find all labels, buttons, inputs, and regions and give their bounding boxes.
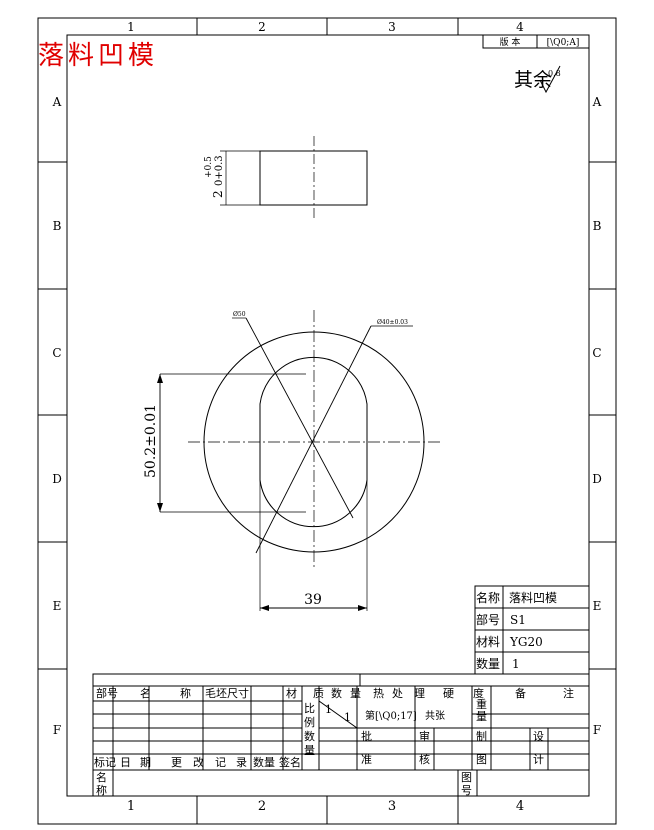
top-view bbox=[220, 136, 368, 218]
rev-change-1: 更 bbox=[171, 756, 182, 769]
row-label-a: A bbox=[52, 95, 62, 109]
material-value: YG20 bbox=[509, 635, 543, 649]
version-value: [\Q0;A] bbox=[547, 38, 580, 48]
col-label-2-bottom: 2 bbox=[258, 799, 266, 814]
design-1: 设 bbox=[533, 730, 544, 743]
title-block-headers: 部号 名 称 毛坯尺寸 材 质 数 量 热 处 理 硬 度 备 注 bbox=[96, 686, 574, 700]
dim-main-width: 39 bbox=[304, 592, 322, 608]
col-label-3-bottom: 3 bbox=[388, 799, 396, 814]
row-label-e: E bbox=[53, 599, 62, 613]
rev-date-2: 期 bbox=[140, 756, 151, 769]
zone-ticks bbox=[38, 18, 616, 824]
col-label-4: 4 bbox=[516, 20, 524, 34]
scale-denominator: 1 bbox=[344, 711, 351, 724]
col-label-2: 2 bbox=[258, 20, 266, 34]
quantity-vert-2: 量 bbox=[304, 744, 315, 757]
hdr-heat-3: 理 bbox=[414, 687, 425, 700]
dim-outer-diameter: Ø50 bbox=[233, 311, 246, 318]
col-label-1: 1 bbox=[127, 20, 135, 34]
hdr-part-number: 部号 bbox=[96, 686, 118, 700]
dim-inner-diameter: Ø40±0.03 bbox=[377, 319, 408, 326]
name-cell-2: 称 bbox=[96, 783, 107, 797]
quantity-vert-1: 数 bbox=[304, 730, 315, 743]
row-label-d: D bbox=[52, 472, 62, 486]
row-label-c-right: C bbox=[592, 346, 601, 360]
part-name-value: 落料凹模 bbox=[509, 591, 557, 605]
row-label-f: F bbox=[53, 723, 61, 737]
row-label-f-right: F bbox=[593, 723, 601, 737]
hdr-remark-2: 注 bbox=[563, 686, 574, 700]
draw-1: 制 bbox=[476, 730, 487, 743]
hdr-material-1: 材 bbox=[286, 686, 297, 700]
quantity-value: 1 bbox=[512, 657, 520, 671]
scale-label-1: 比 bbox=[304, 702, 315, 715]
material-label: 材料 bbox=[476, 635, 500, 649]
rev-qty: 数量 bbox=[253, 756, 275, 769]
sheet-number: 第[\Q0;17] bbox=[365, 709, 417, 722]
top-dim-tol-lower: 0+0.3 bbox=[214, 155, 225, 186]
total-sheets: 共张 bbox=[425, 710, 445, 722]
col-label-1-bottom: 1 bbox=[127, 799, 135, 814]
dim-main-height: 50.2±0.01 bbox=[143, 404, 159, 478]
hdr-qty-1: 数 bbox=[331, 687, 342, 700]
row-label-c: C bbox=[52, 346, 61, 360]
row-label-b: B bbox=[53, 219, 62, 233]
rev-change-4: 录 bbox=[236, 756, 247, 769]
hdr-qty-2: 量 bbox=[350, 687, 361, 700]
scale-label-2: 例 bbox=[304, 715, 315, 729]
hdr-heat-1: 热 bbox=[373, 687, 384, 700]
draw-2: 图 bbox=[476, 753, 487, 766]
version-box bbox=[482, 34, 590, 49]
approve-1: 批 bbox=[361, 729, 372, 743]
hdr-blank-size: 毛坯尺寸 bbox=[205, 686, 249, 700]
row-label-a-right: A bbox=[592, 95, 602, 109]
hdr-hardness-2: 度 bbox=[473, 686, 484, 700]
row-label-e-right: E bbox=[593, 599, 602, 613]
weight-label-2: 量 bbox=[476, 710, 487, 723]
version-label: 版 本 bbox=[500, 36, 521, 48]
col-label-4-bottom: 4 bbox=[516, 799, 524, 814]
hdr-heat-2: 处 bbox=[392, 687, 403, 700]
design-2: 计 bbox=[533, 753, 544, 766]
hdr-name-2: 称 bbox=[180, 686, 191, 700]
surface-finish-text: 其余 bbox=[514, 69, 552, 91]
row-label-b-right: B bbox=[593, 219, 602, 233]
weight-label-1: 重 bbox=[476, 697, 487, 711]
drawing-no-2: 号 bbox=[461, 784, 472, 797]
part-number-label: 部号 bbox=[476, 612, 500, 627]
hdr-remark-1: 备 bbox=[515, 686, 526, 700]
review-2: 核 bbox=[419, 752, 430, 766]
rev-change-3: 记 bbox=[215, 756, 226, 769]
approve-2: 准 bbox=[361, 753, 372, 766]
quantity-label: 数量 bbox=[476, 656, 500, 671]
rev-mark: 标记 bbox=[94, 755, 116, 769]
rev-change-2: 改 bbox=[193, 755, 204, 769]
drawing-title: 落料凹模 bbox=[38, 41, 158, 71]
drawing-no-1: 图 bbox=[461, 771, 472, 784]
hdr-hardness-1: 硬 bbox=[443, 687, 454, 700]
row-label-d-right: D bbox=[592, 472, 602, 486]
title-block bbox=[92, 673, 590, 797]
rev-date-1: 日 bbox=[120, 756, 131, 769]
hdr-name-1: 名 bbox=[140, 686, 151, 700]
dimension-arrows bbox=[157, 374, 367, 611]
scale-numerator: 1 bbox=[325, 703, 332, 716]
name-cell-1: 名 bbox=[96, 770, 107, 784]
main-view bbox=[159, 310, 440, 611]
review-1: 审 bbox=[419, 729, 430, 743]
top-dim-tol-upper: +0.5 bbox=[204, 156, 214, 178]
part-name-label: 名称 bbox=[476, 590, 500, 605]
surface-finish-value: 0.8 bbox=[548, 69, 561, 78]
col-label-3: 3 bbox=[388, 20, 396, 34]
hdr-material-2: 质 bbox=[313, 687, 324, 700]
rev-sign: 签名 bbox=[279, 755, 301, 769]
surface-finish-symbol bbox=[539, 65, 561, 94]
part-number-value: S1 bbox=[510, 613, 526, 627]
top-dim-height: 2 bbox=[211, 190, 225, 198]
